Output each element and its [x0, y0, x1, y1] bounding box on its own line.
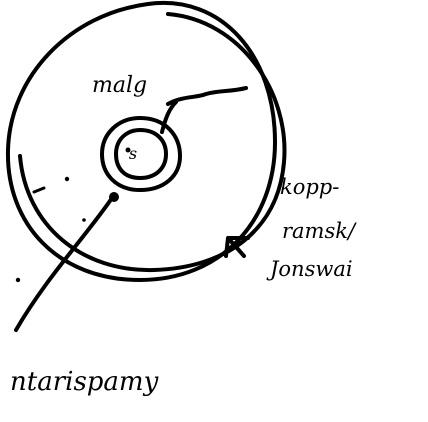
bottom-label: ntarispamy [10, 367, 159, 397]
interior-mark-4 [16, 278, 20, 282]
interior-mark-3 [82, 218, 86, 222]
outer-label-line-3: Jonswai [266, 257, 353, 281]
nucleus-pointer [162, 88, 246, 132]
outer-label-line-1: kopp- [280, 175, 339, 199]
bottom-pointer [16, 198, 112, 330]
nucleus-inner-ring [116, 130, 166, 178]
outer-label-line-2: ramsk/ [282, 219, 357, 243]
interior-mark-1 [34, 188, 44, 192]
center-label: s [129, 144, 137, 163]
nucleus-label: malg [92, 73, 147, 98]
interior-mark-2 [65, 177, 69, 181]
pointer-dot [109, 192, 119, 202]
